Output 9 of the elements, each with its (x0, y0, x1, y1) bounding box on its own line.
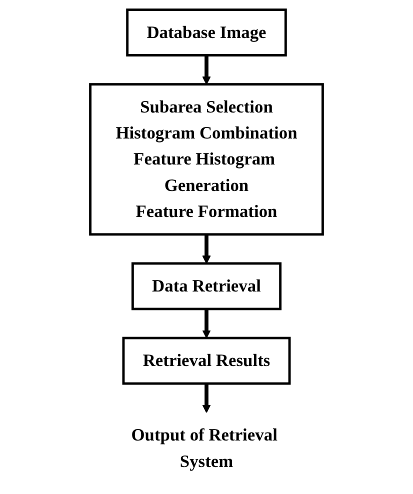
node-box: Subarea Selection Histogram Combination Feature Histogram Generation Feature Formation (89, 83, 324, 236)
node-box: Retrieval Results (122, 336, 291, 385)
node-box: Data Retrieval (131, 262, 282, 310)
node-text: Output of Retrieval System (131, 425, 278, 471)
node-box: Database Image (126, 8, 287, 56)
arrow (202, 234, 211, 264)
arrow (202, 384, 211, 413)
arrow (202, 308, 211, 338)
arrow (202, 55, 211, 85)
